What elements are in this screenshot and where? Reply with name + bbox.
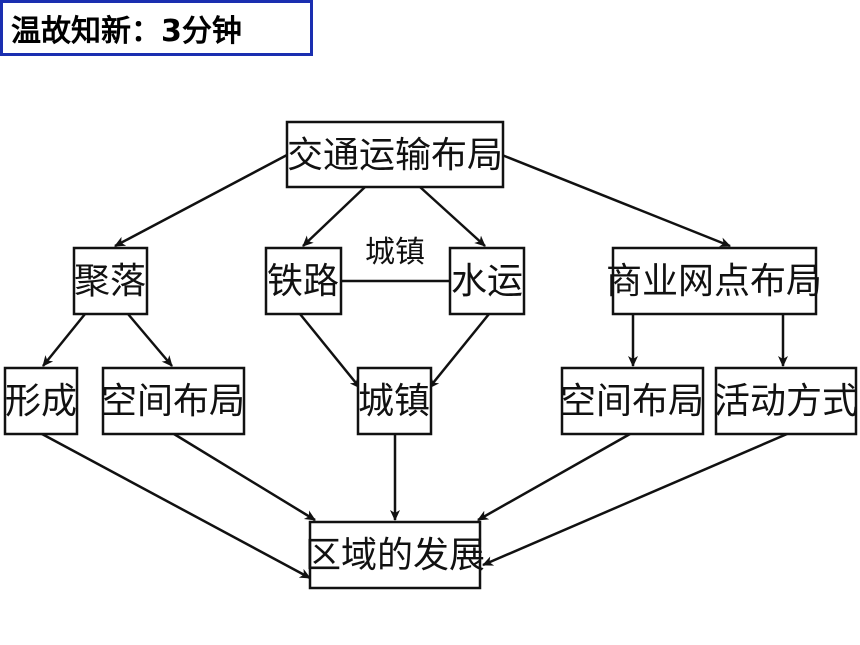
edge-label-town: 城镇 (365, 235, 425, 270)
node-regional-development: 区域的发展 (305, 520, 485, 590)
edge-activity-to-region (482, 432, 788, 567)
node-label: 空间布局 (101, 381, 245, 422)
edge-settlement-to-spatial (127, 313, 173, 367)
edge-settlement-to-formation (42, 313, 86, 367)
node-town: 城镇 (356, 366, 433, 436)
node-water-transport: 水运 (448, 246, 526, 316)
edge-spatial2-to-region (477, 432, 631, 522)
edges (41, 153, 788, 580)
node-railway: 铁路 (264, 246, 343, 316)
node-label: 城镇 (358, 381, 430, 422)
edge-traffic-to-commercial (501, 153, 731, 248)
node-label: 形成 (5, 381, 77, 422)
node-label: 活动方式 (714, 381, 858, 422)
node-label: 水运 (451, 261, 523, 302)
page-title: 温故知新：3分钟 (0, 0, 313, 56)
node-label: 交通运输布局 (287, 135, 503, 176)
edge-traffic-to-water (419, 186, 486, 247)
node-label: 空间布局 (560, 381, 704, 422)
node-label: 区域的发展 (305, 535, 485, 576)
node-traffic-layout: 交通运输布局 (285, 120, 505, 189)
edge-formation-to-region (41, 432, 311, 580)
node-spatial-layout-2: 空间布局 (560, 366, 705, 436)
edge-water-to-town (428, 313, 490, 389)
edge-spatial-to-region (173, 432, 316, 522)
node-activity-mode: 活动方式 (714, 366, 858, 436)
edge-traffic-to-settlement (114, 153, 288, 248)
node-settlement: 聚落 (72, 246, 149, 316)
node-spatial-layout-1: 空间布局 (101, 366, 246, 436)
node-formation: 形成 (3, 366, 79, 436)
node-label: 铁路 (267, 261, 339, 302)
node-label: 聚落 (74, 261, 146, 302)
edge-railway-to-town (299, 313, 361, 389)
edge-traffic-to-railway (302, 186, 366, 247)
node-commercial-layout: 商业网点布局 (606, 246, 822, 316)
node-label: 商业网点布局 (606, 261, 822, 302)
